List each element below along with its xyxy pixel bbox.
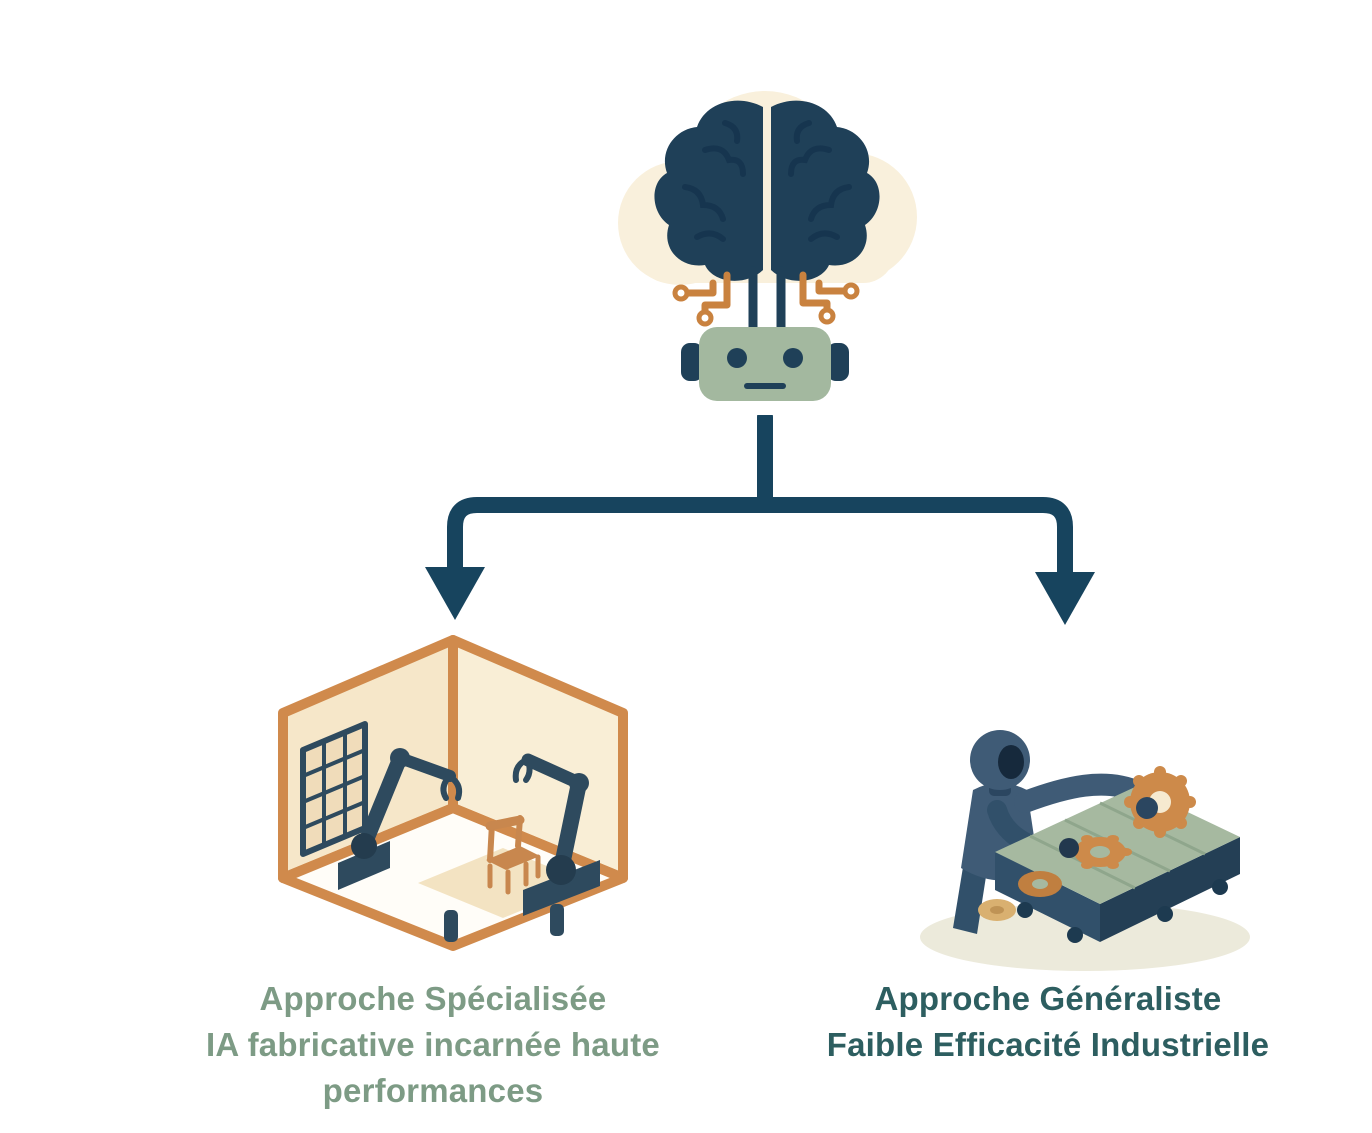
left-caption-line3: performances — [322, 1072, 544, 1109]
part-blank-icon — [978, 899, 1016, 921]
left-caption-line1: Approche Spécialisée — [259, 980, 607, 1017]
branch-connector — [425, 415, 1095, 625]
robot-hand — [1136, 797, 1158, 819]
robot-visor — [998, 745, 1024, 779]
ai-brain-robot-icon — [618, 91, 917, 401]
right-branch-caption: Approche Généraliste Faible Efficacité I… — [742, 976, 1354, 1068]
left-branch-caption: Approche Spécialisée IA fabricative inca… — [110, 976, 756, 1114]
robot-hand-2 — [1059, 838, 1079, 858]
right-caption-line1: Approche Généraliste — [874, 980, 1222, 1017]
gear-small-icon — [1018, 871, 1062, 897]
robot-eye-left — [727, 348, 747, 368]
robot-head-icon — [681, 327, 849, 401]
robot-arm-right-icon — [512, 753, 600, 916]
gear-held-icon — [1124, 766, 1196, 838]
right-arrow-icon — [1035, 572, 1095, 625]
brain-icon — [654, 100, 880, 281]
workcell-illustration — [278, 635, 628, 951]
gear-flat-icon — [1059, 835, 1132, 869]
chair-icon — [485, 815, 541, 895]
robot-arm-left-icon — [338, 748, 463, 890]
robot-eye-right — [783, 348, 803, 368]
right-caption-line2: Faible Efficacité Industrielle — [826, 1026, 1270, 1063]
window-icon — [300, 721, 368, 857]
robot-arm-upper — [1014, 773, 1149, 813]
circuit-traces-icon — [672, 266, 860, 334]
conveyor-illustration — [920, 730, 1250, 971]
left-arrow-icon — [425, 567, 485, 620]
left-caption-line2: IA fabricative incarnée haute — [206, 1026, 660, 1063]
